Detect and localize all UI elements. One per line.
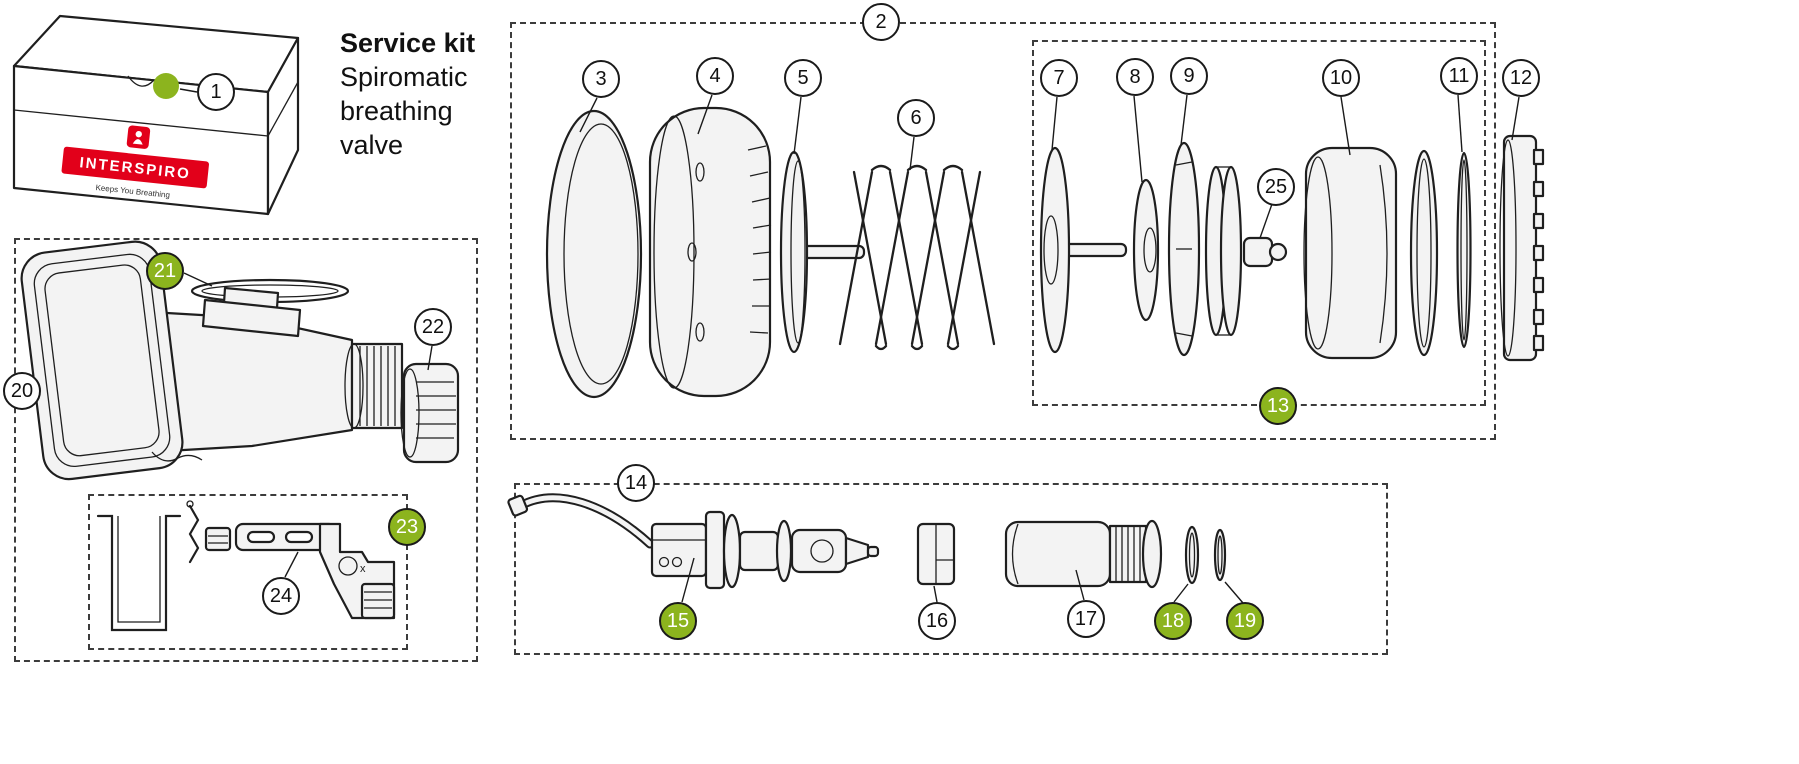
callout-6: 6 (897, 99, 935, 137)
callout-12: 12 (1502, 59, 1540, 97)
callout-15: 15 (659, 602, 697, 640)
part-5-plate (779, 150, 866, 354)
part-25-plunger (1242, 236, 1288, 268)
callout-24: 24 (262, 577, 300, 615)
part-18-ring (1184, 525, 1200, 585)
part-12-threaded-cap (1499, 134, 1545, 362)
title-line-3: valve (340, 130, 404, 160)
callout-23: 23 (388, 508, 426, 546)
part-7-plate-stem (1039, 146, 1128, 354)
callout-18: 18 (1154, 602, 1192, 640)
callout-9: 9 (1170, 57, 1208, 95)
kit-23-boundary (88, 494, 408, 650)
callout-5: 5 (784, 59, 822, 97)
part-9-disc (1167, 141, 1243, 357)
part-16-clip (916, 522, 956, 586)
title-line-2: breathing (340, 96, 453, 126)
title-line-1: Spiromatic (340, 62, 468, 92)
lever-x-mark: x (360, 563, 366, 575)
kit-2-boundary (510, 22, 1496, 440)
part-10-cup (1303, 146, 1398, 360)
part-11-rings (1409, 149, 1472, 357)
kit-23-parts: x (96, 500, 396, 632)
callout-10: 10 (1322, 59, 1360, 97)
callout-7: 7 (1040, 59, 1078, 97)
green-dot-marker (153, 73, 179, 99)
part-15-valve-assembly (507, 493, 880, 590)
callout-21: 21 (146, 252, 184, 290)
callout-14: 14 (617, 464, 655, 502)
callout-17: 17 (1067, 600, 1105, 638)
callout-22: 22 (414, 308, 452, 346)
part-6-spring (838, 164, 996, 351)
kit-20-boundary (14, 238, 478, 662)
callout-19: 19 (1226, 602, 1264, 640)
callout-8: 8 (1116, 58, 1154, 96)
kit-14-boundary (514, 483, 1388, 655)
callout-3: 3 (582, 60, 620, 98)
part-22-cap (400, 362, 460, 464)
callout-2: 2 (862, 3, 900, 41)
part-19-ring (1213, 528, 1227, 582)
callout-1: 1 (197, 73, 235, 111)
callout-25: 25 (1257, 168, 1295, 206)
brand-wordmark-bg (61, 146, 209, 189)
part-3-cover (545, 109, 643, 399)
part-4-housing (648, 106, 772, 398)
valve-housing (20, 240, 404, 481)
callout-16: 16 (918, 602, 956, 640)
part-8-diaphragm (1132, 178, 1160, 322)
callout-4: 4 (696, 57, 734, 95)
page-title: Service kit (340, 28, 476, 58)
service-kit-box: INTERSPIRO Keeps You Breathing (12, 14, 300, 216)
part-17-tube (1004, 519, 1163, 589)
callout-13: 13 (1259, 387, 1297, 425)
callout-20: 20 (3, 372, 41, 410)
callout-leader-lines (179, 88, 1520, 604)
callout-11: 11 (1440, 57, 1478, 95)
title-block: Service kit Spiromatic breathing valve (340, 26, 475, 162)
